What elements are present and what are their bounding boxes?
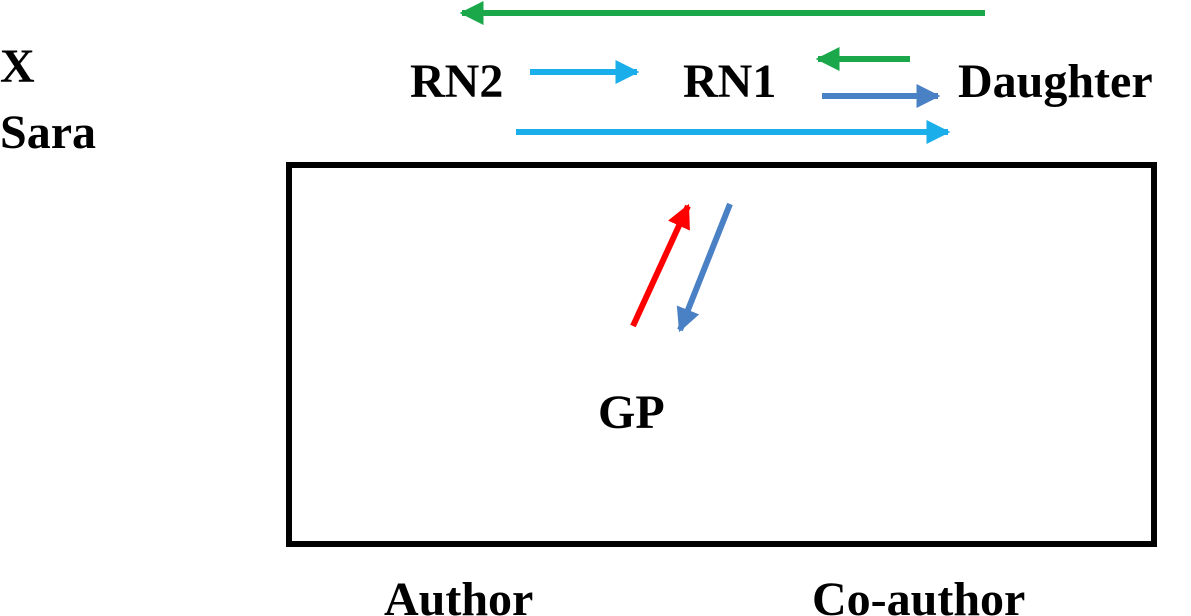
label-daughter: Daughter: [958, 55, 1153, 108]
label-sara: Sara: [0, 106, 96, 159]
label-coauthor: Co-author: [812, 573, 1025, 616]
arrow-to-gp-blue: [676, 202, 733, 333]
label-rn1: RN1: [683, 55, 776, 108]
label-rn2: RN2: [410, 55, 503, 108]
arrow-gp-up-red: [630, 203, 691, 328]
label-x: X: [0, 40, 35, 93]
label-author: Author: [384, 573, 533, 616]
label-gp: GP: [598, 386, 665, 439]
frame-box: [286, 162, 1157, 547]
